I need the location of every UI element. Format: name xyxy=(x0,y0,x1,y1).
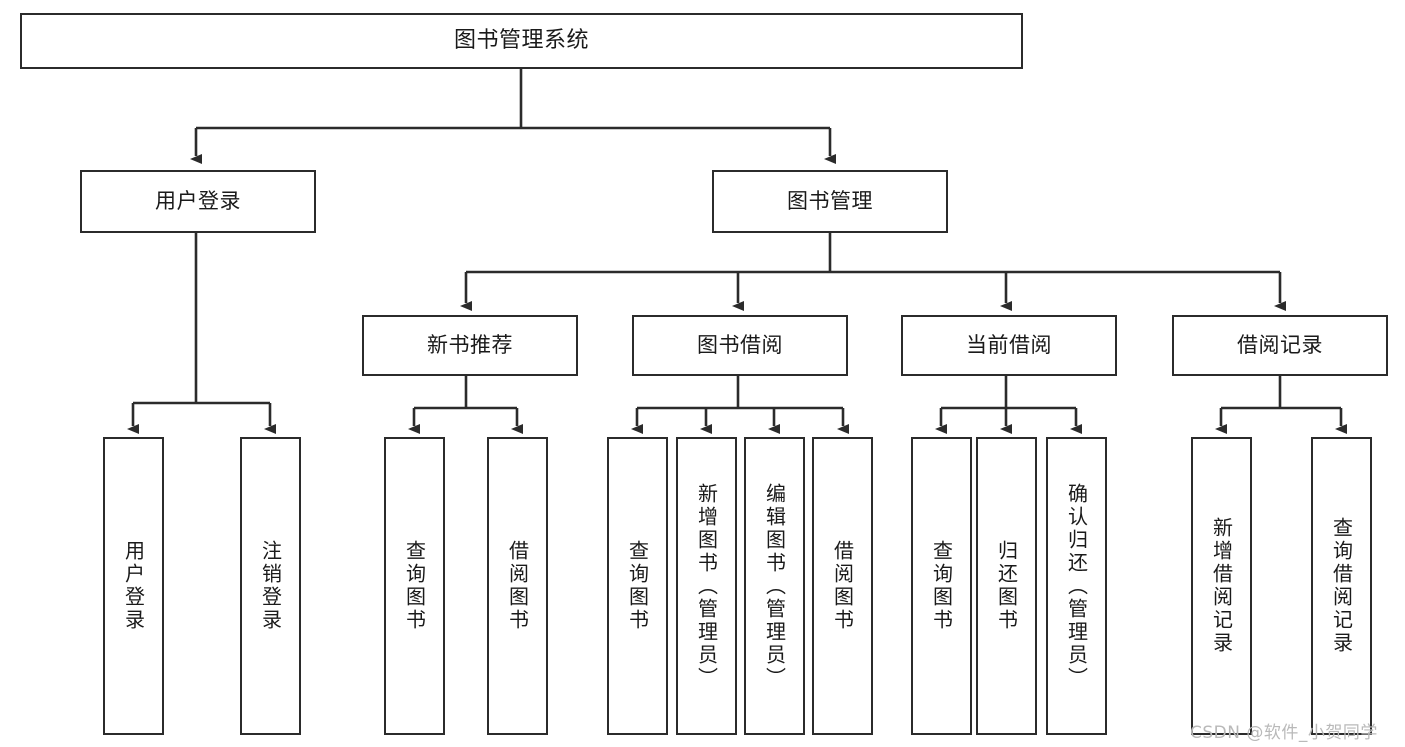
leaf-current-query-book[interactable]: 查询图书 xyxy=(911,437,972,735)
leaf-borrow-edit-book-admin[interactable]: 编辑图书（管理员） xyxy=(744,437,805,735)
node-label: 新增借阅记录 xyxy=(1209,517,1234,655)
node-user-login[interactable]: 用户登录 xyxy=(80,170,316,233)
node-label: 确认归还（管理员） xyxy=(1064,482,1089,690)
node-label: 当前借阅 xyxy=(966,333,1052,358)
node-label: 注销登录 xyxy=(258,540,283,632)
node-label: 查询图书 xyxy=(402,540,427,632)
leaf-current-return-book[interactable]: 归还图书 xyxy=(976,437,1037,735)
node-label: 借阅记录 xyxy=(1237,333,1323,358)
node-label: 查询图书 xyxy=(625,540,650,632)
watermark-text: CSDN @软件_小贺同学 xyxy=(1190,723,1378,743)
leaf-borrow-add-book-admin[interactable]: 新增图书（管理员） xyxy=(676,437,737,735)
node-label: 借阅图书 xyxy=(830,540,855,632)
node-label: 图书管理 xyxy=(787,189,873,214)
node-label: 新增图书（管理员） xyxy=(694,482,719,690)
node-root-system[interactable]: 图书管理系统 xyxy=(20,13,1023,69)
node-book-borrow[interactable]: 图书借阅 xyxy=(632,315,848,376)
node-label: 查询图书 xyxy=(929,540,954,632)
node-label: 新书推荐 xyxy=(427,333,513,358)
node-label: 用户登录 xyxy=(121,540,146,632)
node-label: 借阅图书 xyxy=(505,540,530,632)
node-new-book-recommend[interactable]: 新书推荐 xyxy=(362,315,578,376)
leaf-record-add-record[interactable]: 新增借阅记录 xyxy=(1191,437,1252,735)
leaf-user-login-login[interactable]: 用户登录 xyxy=(103,437,164,735)
node-label: 查询借阅记录 xyxy=(1329,517,1354,655)
leaf-user-login-logout[interactable]: 注销登录 xyxy=(240,437,301,735)
node-borrow-record[interactable]: 借阅记录 xyxy=(1172,315,1388,376)
leaf-borrow-query-book[interactable]: 查询图书 xyxy=(607,437,668,735)
leaf-borrow-borrow-book[interactable]: 借阅图书 xyxy=(812,437,873,735)
leaf-current-confirm-return-admin[interactable]: 确认归还（管理员） xyxy=(1046,437,1107,735)
leaf-record-query-record[interactable]: 查询借阅记录 xyxy=(1311,437,1372,735)
node-label: 归还图书 xyxy=(994,540,1019,632)
node-label: 用户登录 xyxy=(155,189,241,214)
node-label: 图书借阅 xyxy=(697,333,783,358)
node-current-borrow[interactable]: 当前借阅 xyxy=(901,315,1117,376)
node-label: 图书管理系统 xyxy=(453,28,589,54)
node-book-management[interactable]: 图书管理 xyxy=(712,170,948,233)
leaf-recommend-borrow-book[interactable]: 借阅图书 xyxy=(487,437,548,735)
leaf-recommend-query-book[interactable]: 查询图书 xyxy=(384,437,445,735)
node-label: 编辑图书（管理员） xyxy=(762,482,787,690)
